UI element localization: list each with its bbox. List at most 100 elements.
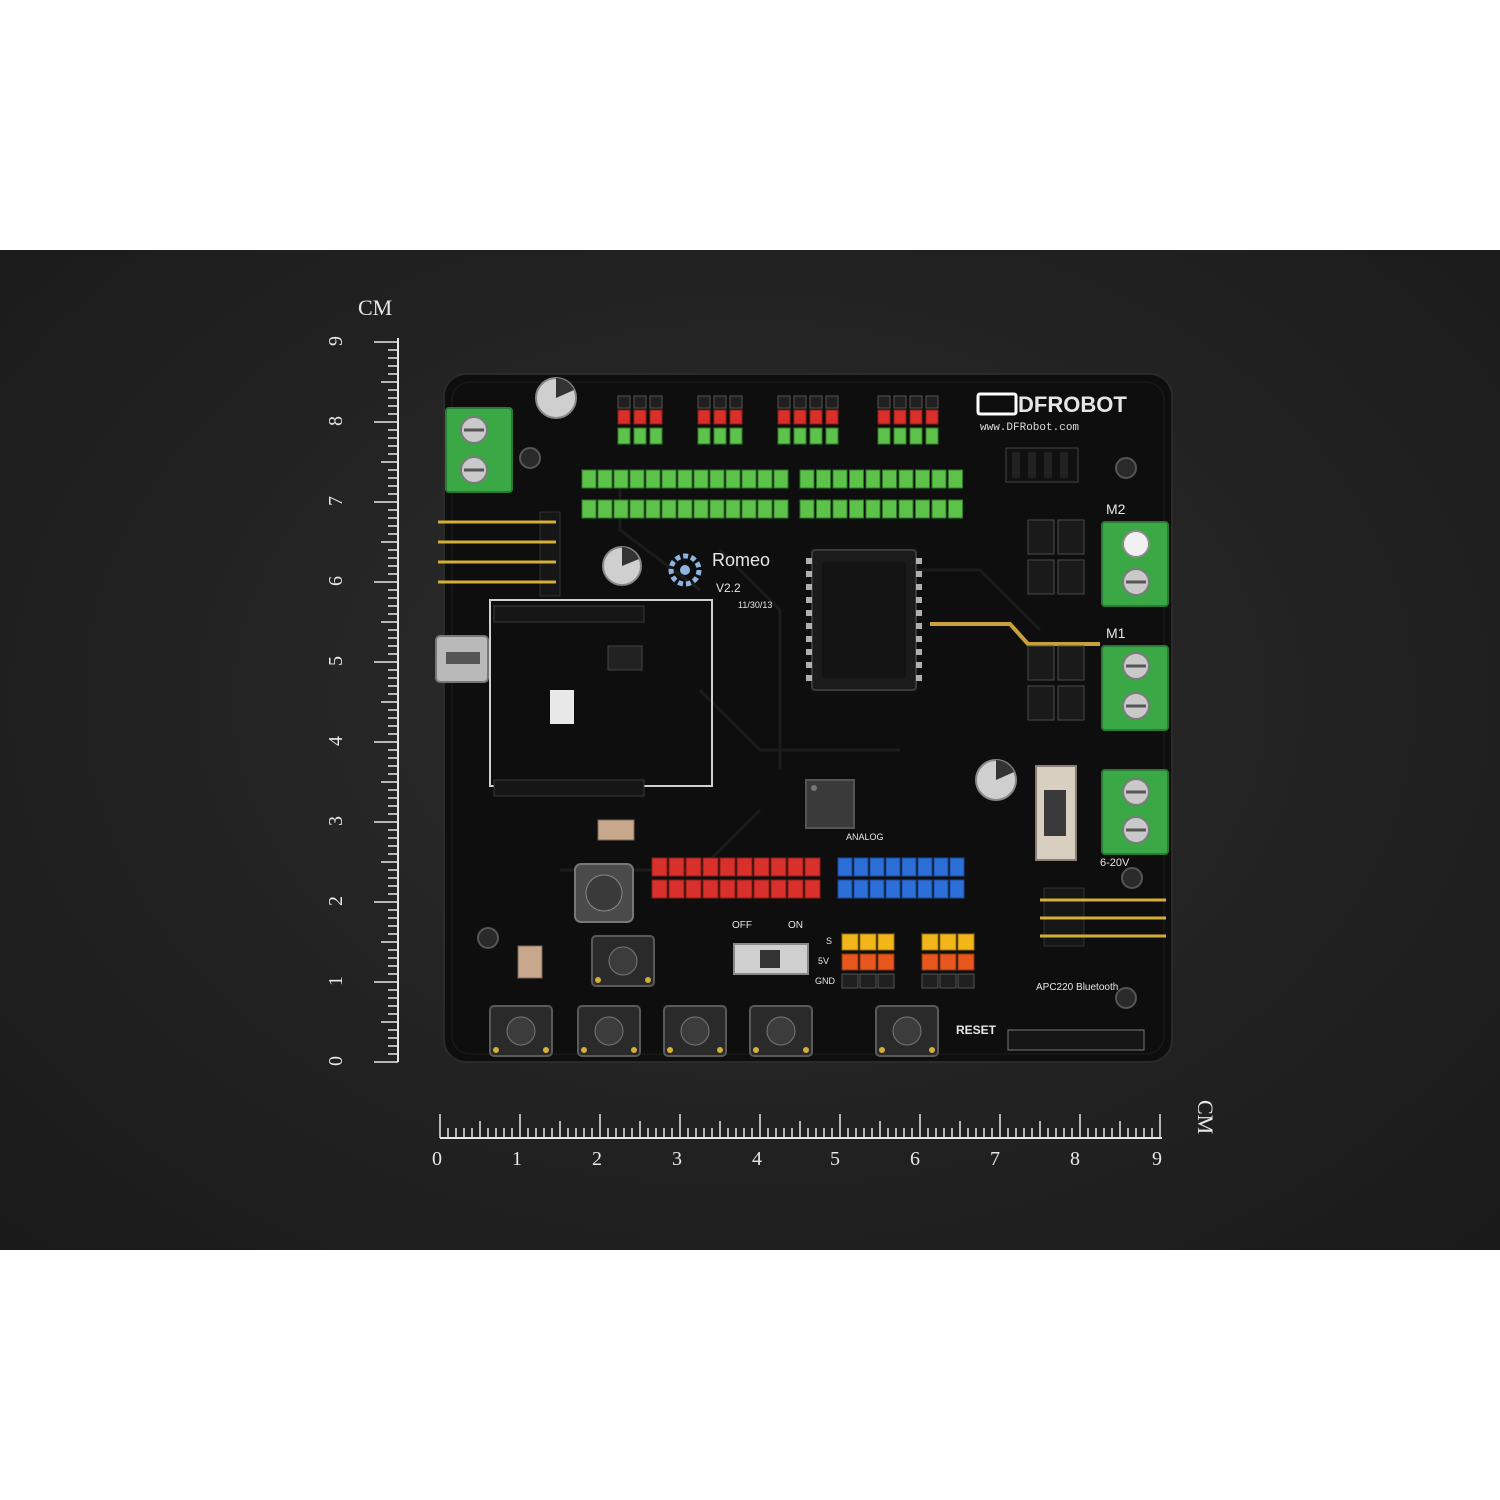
header-pin — [825, 395, 839, 409]
ruler-bottom-label-0: 0 — [432, 1148, 442, 1170]
header-pin-red — [736, 879, 753, 899]
header-pin-green — [581, 499, 597, 519]
header-pin-blue — [869, 879, 885, 899]
button-cap — [892, 1016, 922, 1046]
header-pin — [841, 973, 859, 989]
ruler-left-label-1: 1 — [325, 976, 347, 986]
header-pin-green — [581, 469, 597, 489]
ruler-bottom-label-7: 7 — [990, 1148, 1000, 1170]
smd-capacitor — [597, 819, 635, 841]
header-pin-green — [677, 499, 693, 519]
header-pin-blue — [869, 857, 885, 877]
ruler-bottom-label-3: 3 — [672, 1148, 682, 1170]
header-pin-green — [931, 469, 947, 489]
header-pin-blue — [885, 879, 901, 899]
header-pin-red — [804, 879, 821, 899]
ic-pin — [916, 623, 922, 629]
header-pin-green — [793, 427, 807, 445]
ruler-bottom-label-6: 6 — [910, 1148, 920, 1170]
ruler-left-label-7: 7 — [325, 496, 347, 506]
header-pin-red — [770, 857, 787, 877]
header-pin-blue — [837, 857, 853, 877]
header-pin-green — [931, 499, 947, 519]
ruler-bottom-label-4: 4 — [752, 1148, 762, 1170]
header-pin-green — [713, 427, 727, 445]
header-pin — [633, 395, 647, 409]
header-pin-green — [629, 499, 645, 519]
ic-pin — [916, 662, 922, 668]
motor-driver-ic — [806, 549, 922, 691]
mount-hole — [1115, 987, 1137, 1009]
ic-pin — [806, 636, 812, 642]
header-pin-red — [809, 409, 823, 425]
header-pin-green — [915, 469, 930, 489]
xbee-socket — [489, 599, 713, 797]
pcb-board: DFROBOT www.DFRobot.com Romeo V2.2 11/30… — [435, 373, 1173, 1063]
power-slide-switch[interactable] — [1035, 765, 1077, 861]
analog-label: ANALOG — [846, 832, 884, 842]
photo-scene: CM 0 1 2 3 4 5 6 7 8 9 CM 0 1 2 3 4 5 6 … — [0, 250, 1500, 1250]
header-pin-green — [693, 499, 709, 519]
mosfets — [1027, 519, 1085, 721]
header-pin-blue — [917, 857, 933, 877]
header-pin-green — [661, 499, 677, 519]
header-pin-red — [697, 409, 711, 425]
header-pin-green — [865, 469, 881, 489]
header-pin — [649, 395, 663, 409]
header-pin-green — [741, 469, 757, 489]
header-pin-yellow — [877, 933, 895, 951]
header-pin-green — [709, 499, 725, 519]
header-pin-green — [597, 499, 613, 519]
solder-pad — [581, 1047, 587, 1053]
header-pin-green — [677, 469, 693, 489]
smd-component — [550, 690, 574, 724]
header-pin-red — [804, 857, 821, 877]
header-pin-green — [948, 499, 963, 519]
header-pin-red — [909, 409, 923, 425]
header-pin-orange — [877, 953, 895, 971]
header-pin-red — [825, 409, 839, 425]
header-pin-green — [773, 499, 789, 519]
ic-pin — [916, 636, 922, 642]
micro-usb-port[interactable] — [435, 635, 489, 683]
gold-trace — [930, 622, 1100, 646]
servo-headers — [617, 395, 939, 445]
header-pin-green — [645, 469, 661, 489]
ic-pins — [806, 558, 922, 681]
romeo-logo: Romeo V2.2 11/30/13 — [668, 550, 772, 610]
header-pin — [909, 395, 923, 409]
power-terminal-right: 6-20V — [1100, 769, 1169, 869]
header-pin-red — [787, 879, 804, 899]
header-pin-blue — [933, 879, 949, 899]
button-cap — [594, 1016, 624, 1046]
right-angle-header — [438, 511, 561, 597]
header-pin-green — [825, 427, 839, 445]
header-pin-orange — [859, 953, 877, 971]
bluetooth-label: APC220 Bluetooth — [1036, 982, 1118, 993]
ruler-bottom-label-9: 9 — [1152, 1148, 1162, 1170]
power-switch[interactable]: OFF ON — [732, 920, 809, 975]
ic-pin — [806, 649, 812, 655]
switch-off-label: OFF — [732, 920, 752, 931]
header-pin-blue — [917, 879, 933, 899]
header-pin-blue — [853, 879, 869, 899]
capacitor — [535, 377, 577, 419]
header-pin-yellow — [921, 933, 939, 951]
v5-label: 5V — [818, 956, 829, 966]
header-pin-red — [925, 409, 939, 425]
header-pin-red — [719, 879, 736, 899]
smd-capacitor — [517, 945, 543, 979]
ruler-left-ticks — [374, 341, 398, 1063]
ruler-bottom-unit: CM — [1193, 1100, 1218, 1134]
digital-headers — [581, 469, 963, 519]
gnd-label: GND — [815, 976, 836, 986]
header-pin-green — [925, 427, 939, 445]
header-pin-orange — [957, 953, 975, 971]
jumper-block — [1005, 447, 1079, 483]
header-pin-green — [816, 499, 831, 519]
header-pin — [925, 395, 939, 409]
header-pin-green — [799, 499, 815, 519]
power-voltage-label: 6-20V — [1100, 857, 1130, 869]
ruler-left-label-9: 9 — [325, 336, 347, 346]
ruler-bottom-label-8: 8 — [1070, 1148, 1080, 1170]
